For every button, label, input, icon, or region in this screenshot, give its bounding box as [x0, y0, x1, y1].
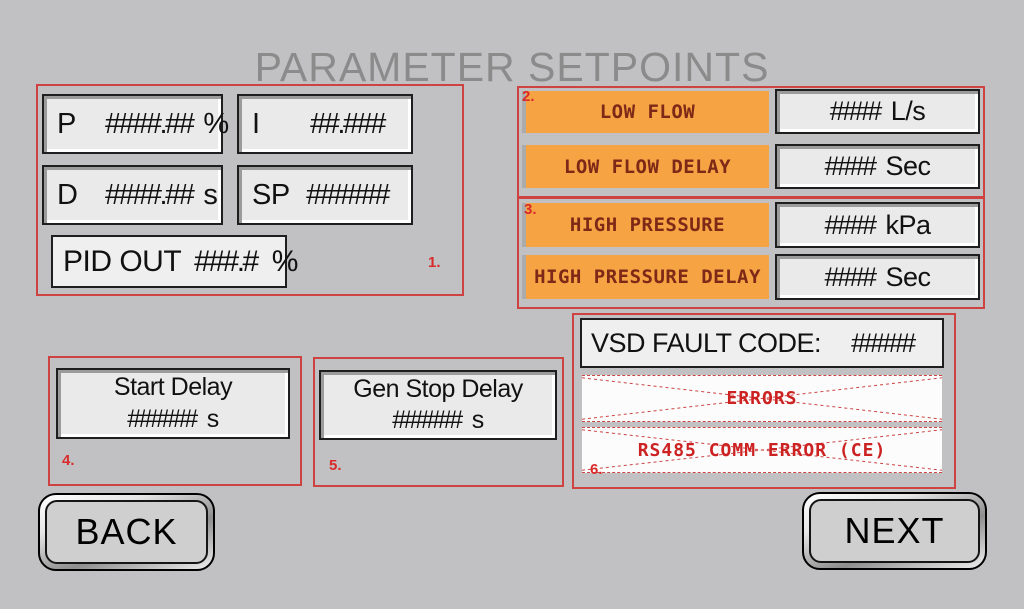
gen-stop-delay-unit: s: [471, 406, 485, 434]
high-pressure-delay-label: HIGH PRESSURE DELAY: [522, 255, 769, 299]
high-pressure-unit: kPa: [885, 209, 932, 240]
low-flow-setpoint-field[interactable]: ####L/s: [775, 89, 980, 134]
dashed-cross-icon: [582, 428, 942, 472]
pid-sp-label: SP: [252, 178, 290, 211]
pid-i-label: I: [252, 107, 260, 140]
gen-stop-delay-button[interactable]: Gen Stop Delay ###### s: [319, 370, 557, 440]
start-delay-value: ######: [127, 404, 198, 433]
low-flow-delay-label: LOW FLOW DELAY: [522, 145, 769, 188]
high-pressure-value: ####: [824, 209, 877, 240]
pid-p-label: P: [57, 107, 76, 140]
pid-p-value: ####.##: [105, 107, 195, 140]
pid-i-value: ##.###: [310, 107, 386, 140]
low-flow-delay-value: ####: [824, 151, 877, 181]
vsd-fault-code-value: #####: [851, 327, 916, 358]
pid-sp-value: ######: [306, 178, 390, 211]
pid-out-unit: %: [271, 244, 299, 278]
errors-indicator-label: ERRORS: [726, 388, 798, 409]
low-flow-unit: L/s: [890, 96, 926, 126]
gen-stop-delay-group: Gen Stop Delay ###### s 5.: [313, 357, 564, 487]
start-delay-button[interactable]: Start Delay ###### s: [56, 368, 290, 439]
low-flow-value: ####: [829, 96, 883, 126]
rs485-comm-error-label: RS485 COMM ERROR (CE): [637, 439, 887, 461]
pid-i-setpoint-field[interactable]: I ##.###: [237, 94, 413, 154]
errors-indicator: ERRORS: [582, 375, 942, 422]
back-button[interactable]: BACK: [38, 493, 215, 571]
start-delay-title: Start Delay: [113, 373, 233, 402]
start-delay-unit: s: [206, 404, 220, 433]
next-button-label: NEXT: [809, 499, 980, 563]
pid-out-label: PID OUT: [63, 244, 182, 278]
pid-sp-setpoint-field[interactable]: SP ######: [237, 165, 413, 225]
annotation-number-4: 4.: [62, 452, 75, 469]
page-title: PARAMETER SETPOINTS: [254, 44, 770, 90]
low-flow-delay-unit: Sec: [885, 151, 932, 181]
high-pressure-delay-setpoint-field[interactable]: #### Sec: [775, 254, 980, 300]
pid-group: P ####.##% I ##.### D ####.##s SP ######…: [36, 84, 464, 296]
rs485-comm-error-indicator: RS485 COMM ERROR (CE): [582, 427, 942, 473]
vsd-fault-code-label: VSD FAULT CODE:: [591, 327, 822, 358]
annotation-number-6: 6.: [590, 461, 603, 478]
gen-stop-delay-value: ######: [392, 406, 463, 434]
annotation-number-3: 3.: [524, 201, 537, 218]
pid-d-setpoint-field[interactable]: D ####.##s: [42, 165, 223, 225]
pid-p-unit: %: [203, 107, 229, 140]
pid-out-readout: PID OUT ###.# %: [51, 235, 298, 288]
low-flow-delay-setpoint-field[interactable]: #### Sec: [775, 144, 980, 189]
annotation-number-1: 1.: [428, 254, 441, 271]
high-pressure-delay-unit: Sec: [885, 261, 932, 292]
high-pressure-delay-value: ####: [824, 261, 877, 292]
pid-d-label: D: [57, 178, 78, 211]
annotation-number-5: 5.: [329, 457, 342, 474]
back-button-label: BACK: [45, 500, 208, 564]
high-pressure-label: HIGH PRESSURE: [522, 203, 769, 247]
vsd-fault-code-readout: VSD FAULT CODE: #####: [580, 318, 944, 368]
vsd-fault-group: VSD FAULT CODE: ##### ERRORS RS485 COMM …: [572, 313, 956, 489]
high-pressure-group: 3. HIGH PRESSURE #### kPa HIGH PRESSURE D…: [517, 197, 985, 309]
annotation-number-2: 2.: [522, 88, 535, 105]
pid-p-setpoint-field[interactable]: P ####.##%: [42, 94, 229, 154]
low-flow-group: 2. LOW FLOW ####L/s LOW FLOW DELAY ####S…: [517, 86, 985, 198]
pid-d-unit: s: [203, 178, 218, 211]
high-pressure-setpoint-field[interactable]: #### kPa: [775, 202, 980, 248]
gen-stop-delay-title: Gen Stop Delay: [353, 374, 523, 403]
next-button[interactable]: NEXT: [802, 492, 987, 570]
start-delay-group: Start Delay ###### s 4.: [48, 356, 302, 486]
pid-out-value: ###.#: [194, 244, 259, 278]
dashed-cross-icon: [582, 376, 942, 421]
pid-d-value: ####.##: [105, 178, 195, 211]
low-flow-label: LOW FLOW: [522, 91, 769, 133]
